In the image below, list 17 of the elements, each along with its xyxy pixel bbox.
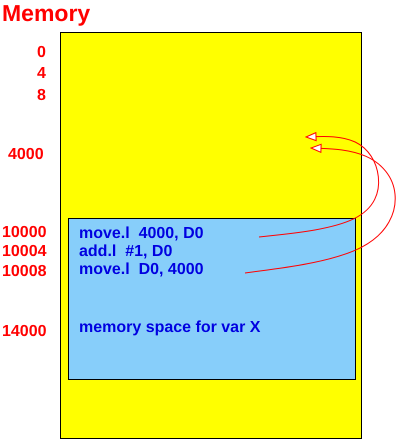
address-label: 0 xyxy=(37,44,46,62)
arrow xyxy=(244,144,396,274)
address-label: 4000 xyxy=(8,146,44,164)
program-block xyxy=(68,218,356,380)
instruction-text: move.l 4000, D0 xyxy=(79,225,261,245)
address-label: 10000 xyxy=(2,224,46,242)
address-label: 10004 xyxy=(2,243,46,261)
address-label: 14000 xyxy=(2,323,46,341)
instruction-text: move.l D0, 4000 xyxy=(79,261,247,281)
address-label: 10008 xyxy=(2,263,46,281)
instruction-text: add.l #1, D0 xyxy=(79,243,229,263)
address-label: 4 xyxy=(37,65,46,83)
memory-block xyxy=(60,32,362,439)
arrow xyxy=(258,132,380,238)
address-label: 8 xyxy=(37,87,46,105)
block-caption: memory space for var X xyxy=(79,319,260,337)
title: Memory xyxy=(2,0,90,27)
